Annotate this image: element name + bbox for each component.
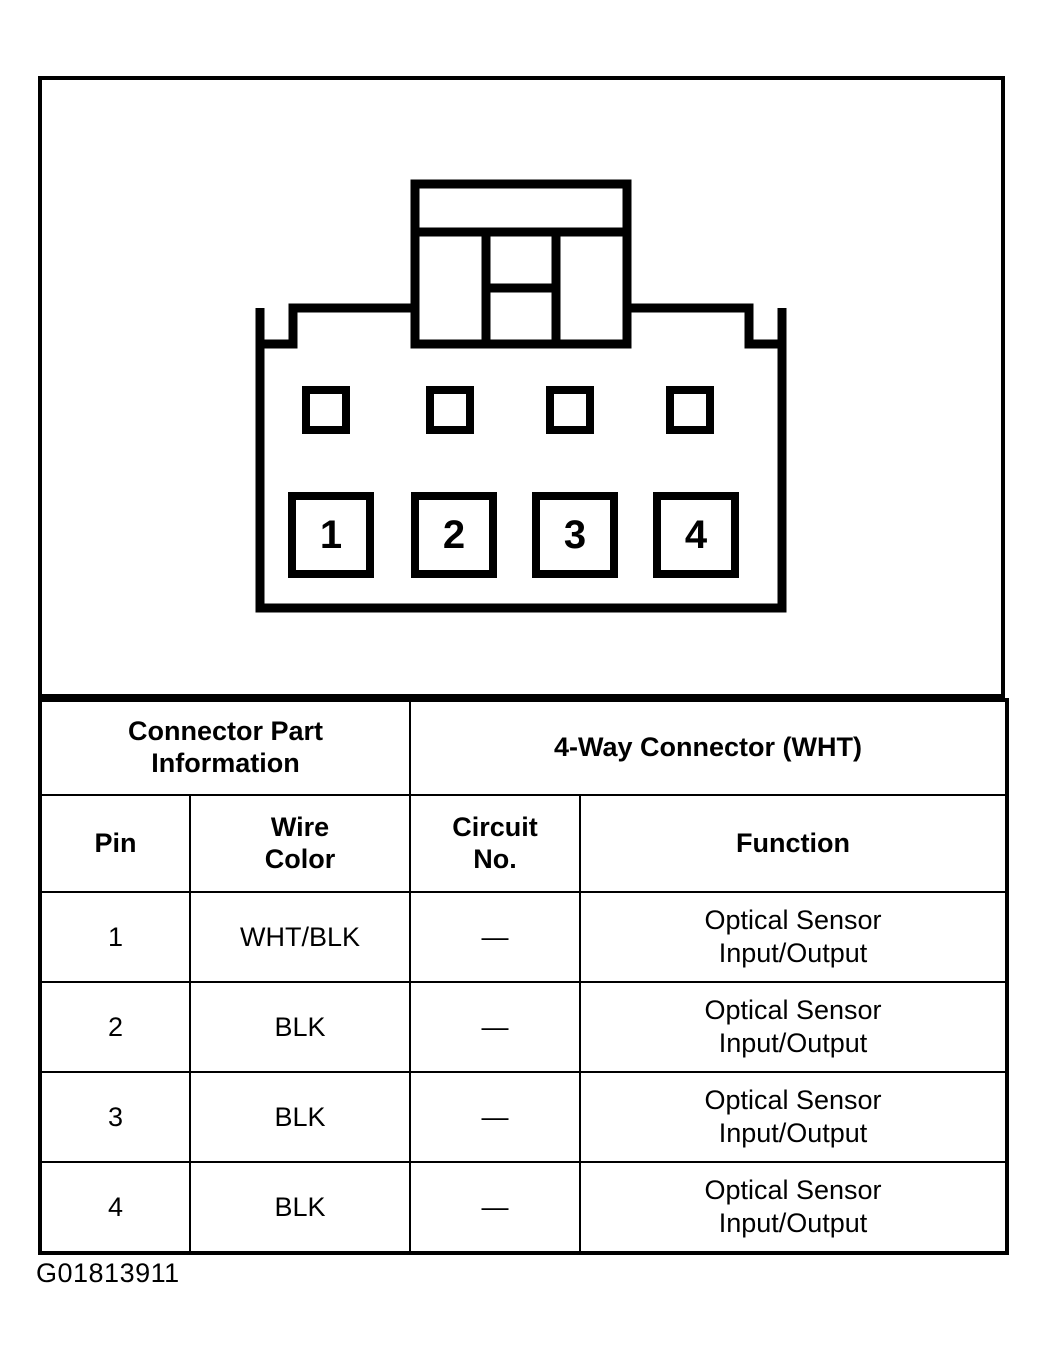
connector-body: [255, 303, 787, 613]
column-header-wire-color: Wire Color: [189, 794, 411, 893]
cell-function: Optical Sensor Input/Output: [578, 891, 1009, 983]
cell-wire-color: BLK: [189, 1161, 411, 1254]
cell-circuit-no: —: [409, 1161, 581, 1254]
cell-wire-color: BLK: [189, 1071, 411, 1163]
column-header-circuit-no: Circuit No.: [409, 794, 581, 893]
cell-pin: 4: [39, 1161, 191, 1254]
cell-function-line2: Input/Output: [718, 1118, 868, 1148]
table-row: 4 BLK — Optical Sensor Input/Output: [39, 1161, 1009, 1254]
cell-function-line1: Optical Sensor: [704, 995, 882, 1026]
header-connector-part-information: Connector Part Information: [39, 699, 411, 796]
terminal-squares-numbered: [288, 492, 739, 578]
cell-function: Optical Sensor Input/Output: [578, 981, 1009, 1073]
cell-function-line1: Optical Sensor: [704, 1175, 882, 1206]
cell-function-line2: Input/Output: [718, 1208, 868, 1238]
connector-diagram: [255, 179, 787, 613]
cell-wire-color: WHT/BLK: [189, 891, 411, 983]
cell-function: Optical Sensor Input/Output: [578, 1161, 1009, 1254]
column-header-circuit-no-line2: No.: [473, 843, 517, 874]
cell-circuit-no: —: [409, 1071, 581, 1163]
table-group-header-row: Connector Part Information 4-Way Connect…: [39, 699, 1009, 796]
connector-part-information-table: Connector Part Information 4-Way Connect…: [38, 698, 1010, 1255]
cell-pin: 1: [39, 891, 191, 983]
cell-pin: 3: [39, 1071, 191, 1163]
cell-pin: 2: [39, 981, 191, 1073]
cell-function-line2: Input/Output: [718, 1028, 868, 1058]
cell-function-line1: Optical Sensor: [704, 905, 882, 936]
cell-circuit-no: —: [409, 891, 581, 983]
column-header-wire-color-line2: Color: [264, 843, 336, 874]
cell-wire-color: BLK: [189, 981, 411, 1073]
table-column-header-row: Pin Wire Color Circuit No. Function: [39, 794, 1009, 893]
figure-reference-code: G01813911: [36, 1258, 180, 1288]
column-header-function: Function: [578, 794, 1009, 893]
cell-function-line1: Optical Sensor: [704, 1085, 882, 1116]
header-cpi-line1: Connector Part: [127, 716, 324, 747]
cell-circuit-no: —: [409, 981, 581, 1073]
header-connector-name: 4-Way Connector (WHT): [408, 699, 1009, 796]
cell-function: Optical Sensor Input/Output: [578, 1071, 1009, 1163]
cavity-squares-upper: [302, 386, 714, 434]
column-header-pin: Pin: [39, 794, 191, 893]
column-header-circuit-no-line1: Circuit: [452, 811, 538, 842]
cell-function-line2: Input/Output: [718, 938, 868, 968]
header-cpi-line2: Information: [151, 748, 300, 778]
column-header-wire-color-line1: Wire: [270, 811, 330, 842]
table-row: 3 BLK — Optical Sensor Input/Output: [39, 1071, 1009, 1163]
table-row: 1 WHT/BLK — Optical Sensor Input/Output: [39, 891, 1009, 983]
table-row: 2 BLK — Optical Sensor Input/Output: [39, 981, 1009, 1073]
connector-latch: [410, 179, 632, 349]
